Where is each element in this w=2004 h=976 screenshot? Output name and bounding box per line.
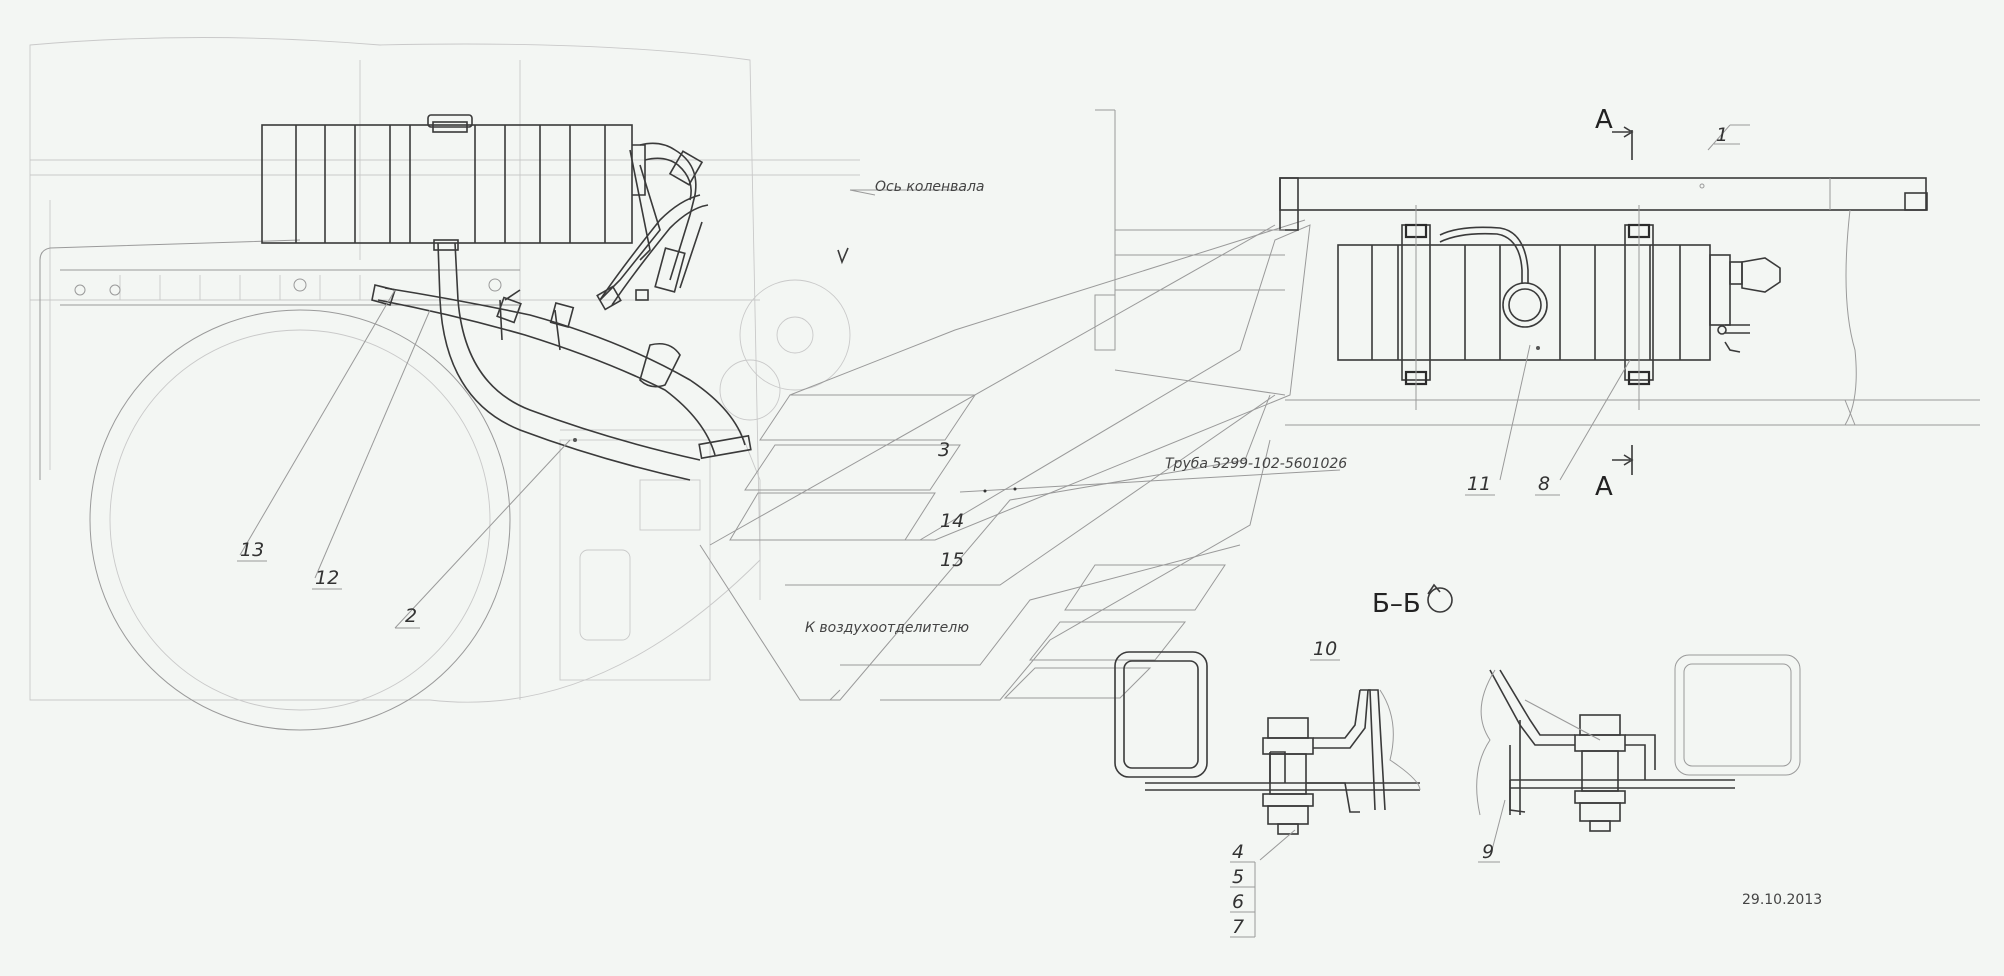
callout-14: 14	[940, 510, 964, 532]
callout-frames	[699, 219, 1341, 701]
section-b-left	[1114, 651, 1421, 861]
note-pipe: Труба 5299-102-5601026	[1165, 456, 1347, 472]
annotations: Ось коленвала Труба 5299-102-5601026 К в…	[805, 179, 1347, 636]
callout-10: 10	[1313, 638, 1337, 660]
note-to-deaerator: К воздухоотделителю	[805, 620, 969, 636]
frame-rail-left	[60, 269, 520, 306]
callout-5: 5	[1232, 866, 1244, 888]
callout-15: 15	[940, 549, 964, 571]
callout-1: 1	[1716, 124, 1728, 146]
section-a-top-label: А	[1595, 105, 1613, 135]
callout-8: 8	[1538, 473, 1550, 495]
callout-3: 3	[938, 439, 950, 461]
section-labels: А А Б–Б	[1372, 105, 1613, 619]
leaders-left	[239, 189, 965, 629]
note-crankshaft-axis: Ось коленвала	[875, 179, 985, 195]
expansion-tank-left	[261, 114, 646, 244]
callout-13: 13	[240, 539, 264, 561]
callout-12: 12	[315, 567, 339, 589]
frame-rail-right	[1094, 109, 1980, 426]
coolant-hoses	[371, 142, 752, 481]
callout-9: 9	[1482, 841, 1494, 863]
section-a-markers	[1499, 124, 1750, 481]
section-b-rotation-icon	[1427, 583, 1453, 613]
section-b-title: Б–Б	[1372, 589, 1421, 619]
drawing-date: 29.10.2013	[1742, 892, 1822, 908]
callout-11: 11	[1467, 473, 1491, 495]
callout-2: 2	[405, 605, 417, 627]
section-b-right	[1476, 654, 1801, 851]
expansion-tank-right	[1337, 205, 1781, 410]
callout-4: 4	[1232, 841, 1244, 863]
section-a-bottom-label: А	[1595, 472, 1613, 502]
callout-numbers: 1 2 3 4 5 6 7 8 9 10 11 12 13 14 15	[237, 124, 1740, 938]
callout-7: 7	[1232, 916, 1244, 938]
callout-6: 6	[1232, 891, 1244, 913]
engine-background	[29, 37, 860, 731]
